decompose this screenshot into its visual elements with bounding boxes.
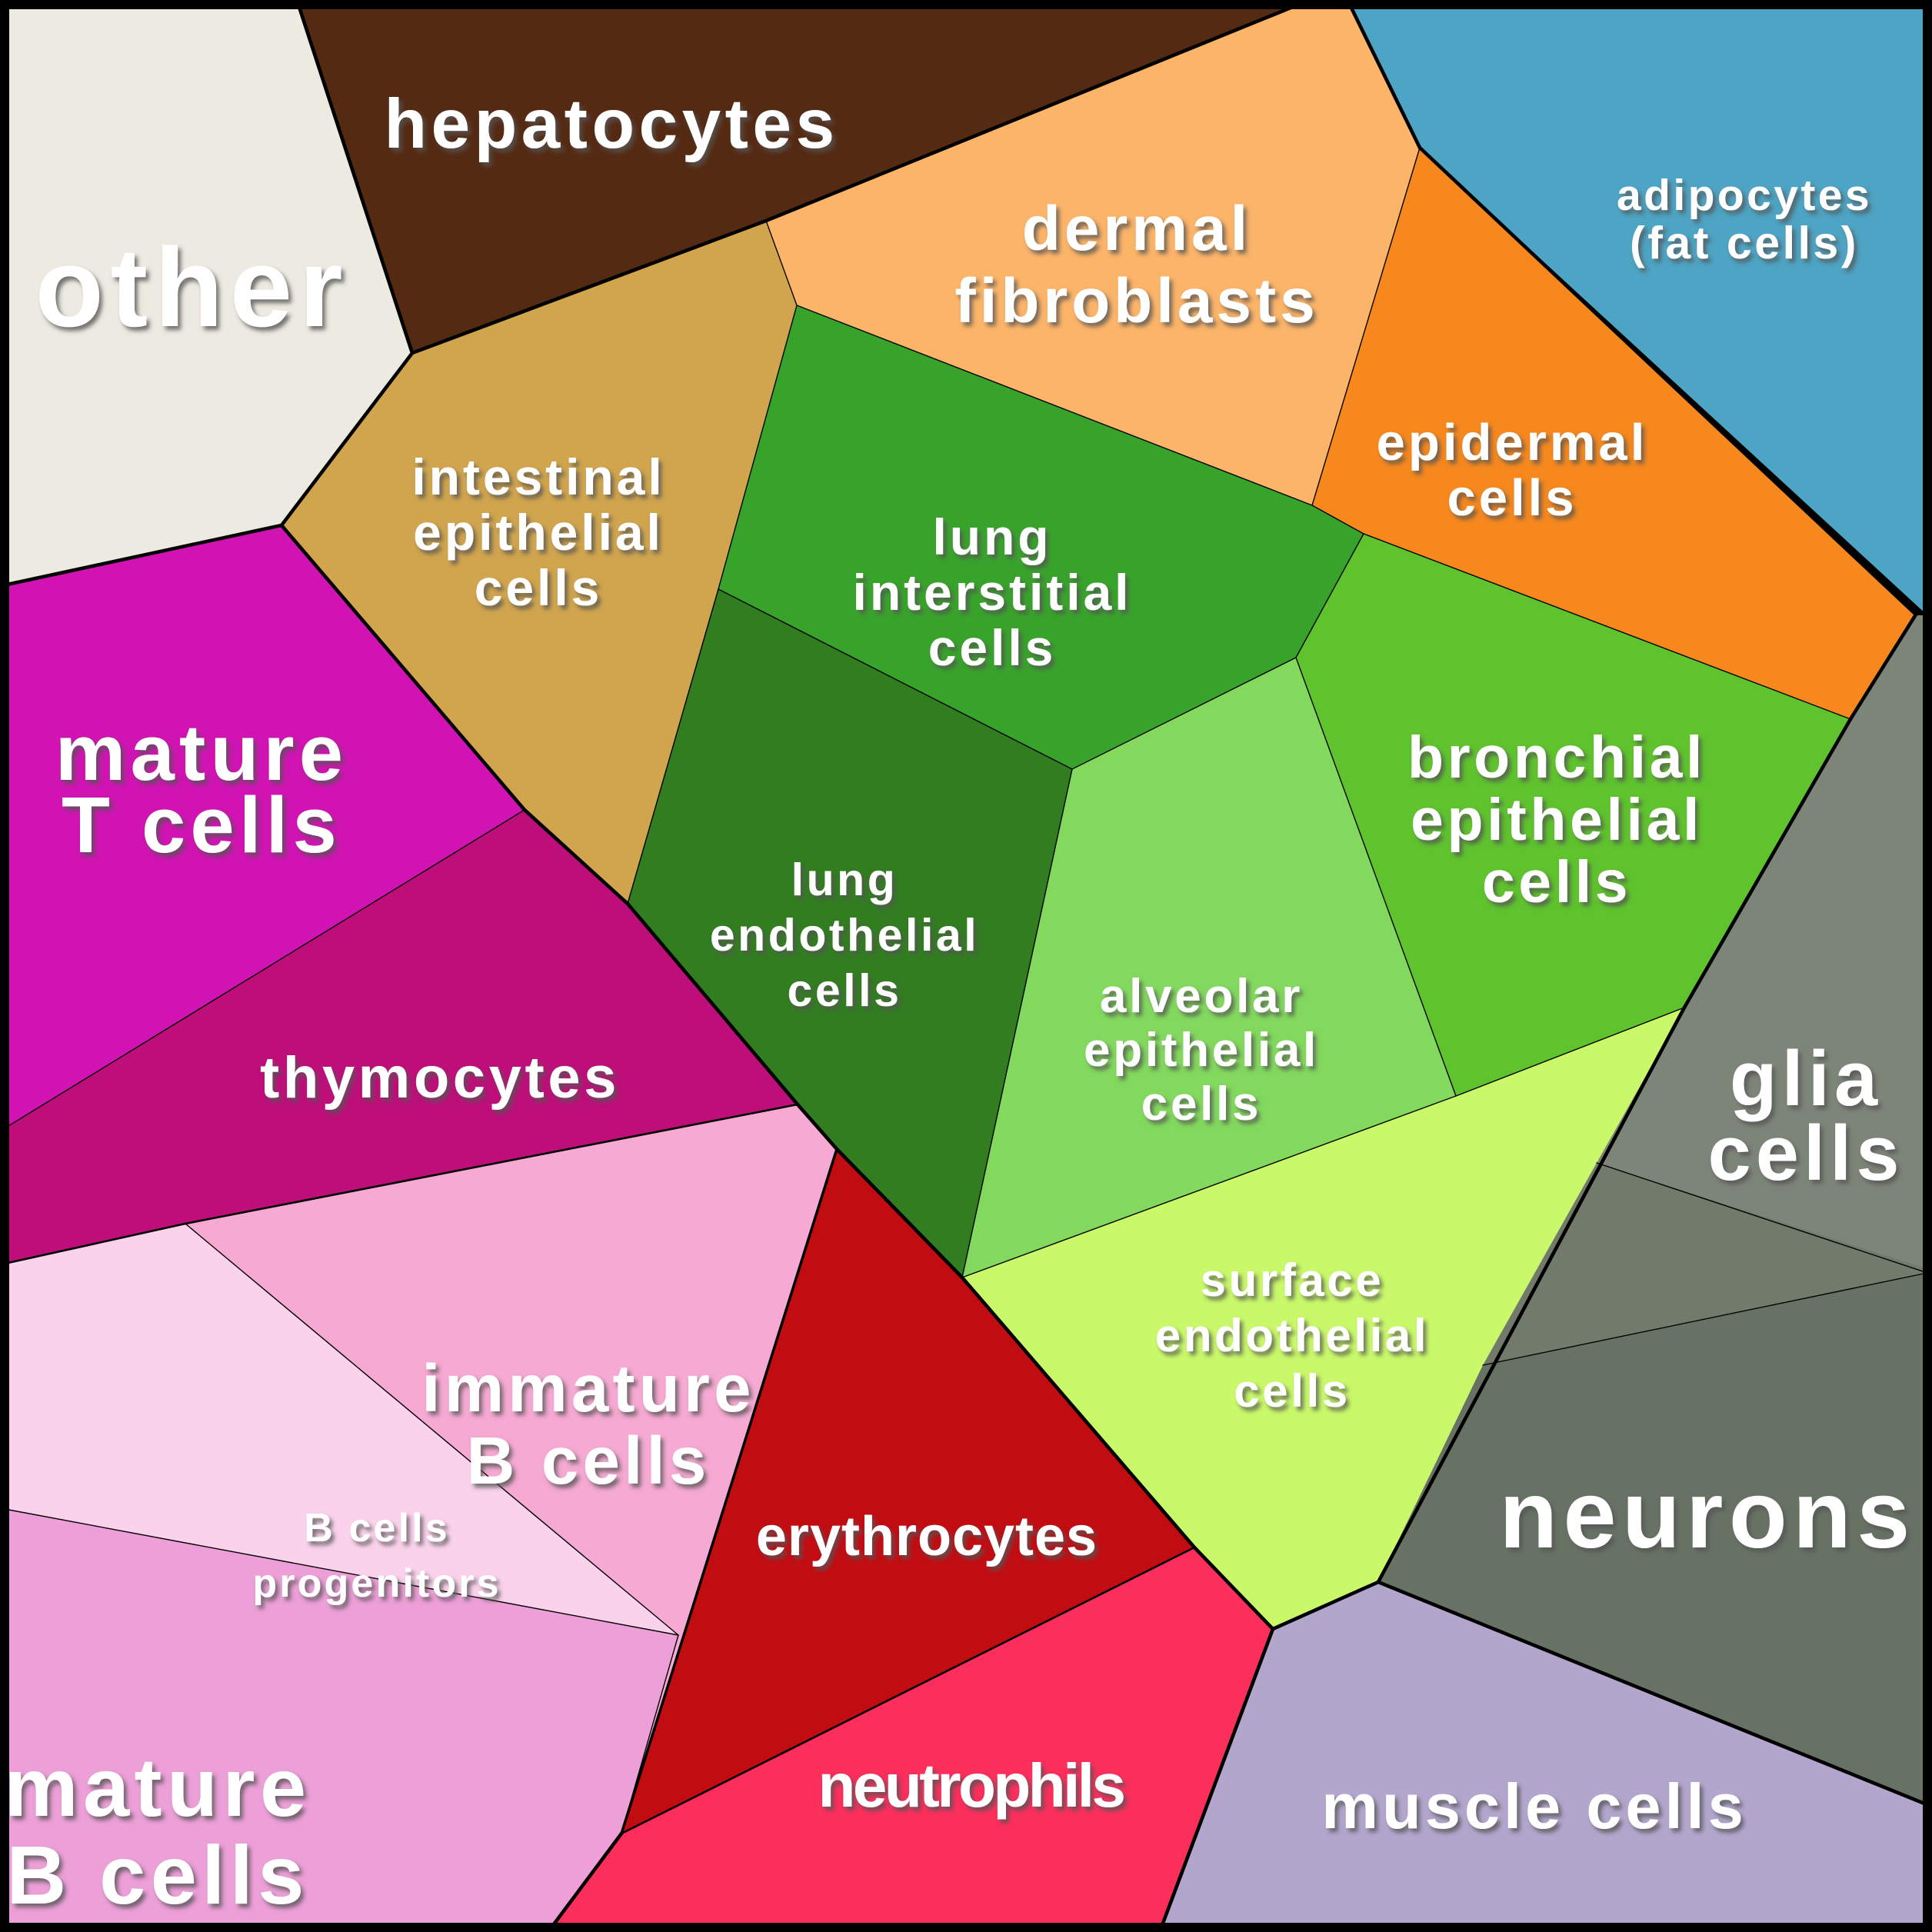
svg-text:muscle cells: muscle cells [1321, 1770, 1747, 1842]
svg-text:cells: cells [1141, 1078, 1262, 1131]
svg-text:cells: cells [1447, 469, 1577, 527]
svg-text:bronchial: bronchial [1407, 724, 1706, 791]
svg-text:cells: cells [928, 619, 1057, 676]
svg-text:B cells: B cells [6, 1828, 309, 1921]
svg-text:hepatocytes: hepatocytes [384, 85, 838, 163]
svg-text:endothelial: endothelial [1155, 1310, 1429, 1361]
svg-text:B cells: B cells [304, 1506, 450, 1551]
svg-text:cells: cells [1708, 1111, 1904, 1197]
svg-text:endothelial: endothelial [710, 910, 979, 961]
svg-text:epithelial: epithelial [1411, 787, 1703, 853]
svg-text:epidermal: epidermal [1377, 414, 1648, 471]
svg-text:B cells: B cells [466, 1424, 710, 1498]
svg-text:cells: cells [1234, 1365, 1350, 1417]
svg-text:immature: immature [421, 1351, 754, 1426]
svg-text:epithelial: epithelial [413, 504, 664, 561]
svg-text:alveolar: alveolar [1100, 970, 1303, 1023]
svg-text:cells: cells [1482, 849, 1631, 915]
svg-text:erythrocytes: erythrocytes [756, 1506, 1098, 1567]
svg-text:adipocytes: adipocytes [1617, 171, 1872, 220]
svg-text:dermal: dermal [1022, 194, 1251, 264]
svg-text:glia: glia [1730, 1036, 1882, 1122]
svg-text:neurons: neurons [1499, 1462, 1915, 1568]
svg-text:neutrophils: neutrophils [818, 1751, 1124, 1820]
svg-text:cells: cells [475, 559, 603, 616]
svg-text:lung: lung [791, 854, 898, 905]
svg-text:surface: surface [1201, 1254, 1384, 1306]
svg-text:mature: mature [55, 708, 348, 797]
svg-text:mature: mature [4, 1740, 311, 1834]
svg-text:(fat cells): (fat cells) [1630, 218, 1859, 268]
svg-text:progenitors: progenitors [252, 1561, 501, 1606]
svg-text:lung: lung [932, 508, 1051, 565]
svg-text:other: other [35, 225, 350, 350]
svg-text:epithelial: epithelial [1084, 1024, 1319, 1077]
svg-text:fibroblasts: fibroblasts [954, 266, 1318, 336]
svg-text:interstitial: interstitial [853, 564, 1132, 621]
svg-text:T cells: T cells [62, 781, 341, 869]
svg-text:thymocytes: thymocytes [260, 1045, 620, 1111]
svg-text:cells: cells [788, 965, 902, 1016]
svg-text:intestinal: intestinal [411, 448, 665, 505]
